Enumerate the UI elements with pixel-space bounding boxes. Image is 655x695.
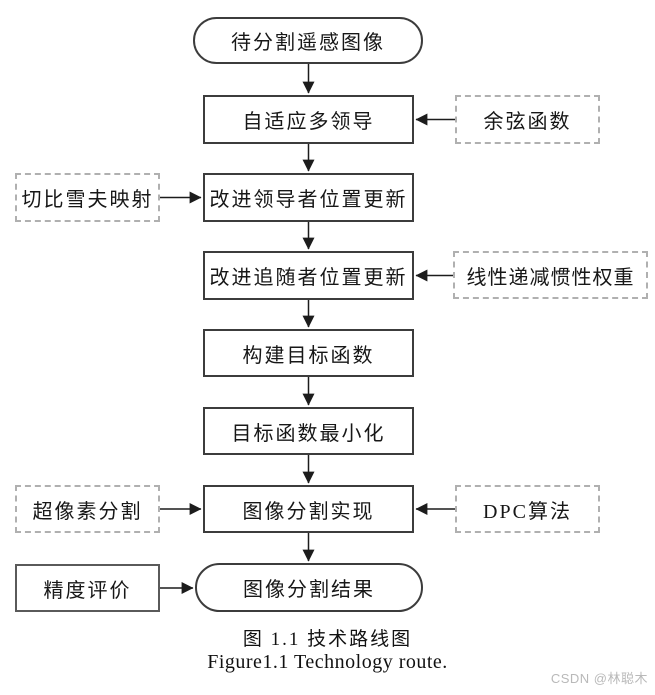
node-cosine-function: 余弦函数	[455, 95, 600, 144]
node-segmentation-implementation: 图像分割实现	[203, 485, 414, 533]
figure-caption-en: Figure1.1 Technology route.	[207, 651, 448, 673]
node-start: 待分割遥感图像	[193, 17, 423, 64]
node-superpixel-segmentation: 超像素分割	[15, 485, 160, 533]
node-follower-update: 改进追随者位置更新	[203, 251, 414, 300]
figure-caption-zh: 图 1.1 技术路线图	[242, 629, 413, 650]
node-inertia-weight: 线性递减惯性权重	[453, 251, 648, 299]
node-dpc-algorithm: DPC算法	[455, 485, 600, 533]
node-accuracy-evaluation: 精度评价	[15, 564, 160, 612]
node-objective-function: 构建目标函数	[203, 329, 414, 377]
node-minimize-objective: 目标函数最小化	[203, 407, 414, 455]
node-result: 图像分割结果	[195, 563, 423, 612]
node-adaptive-leader: 自适应多领导	[203, 95, 414, 144]
node-chebyshev-map: 切比雪夫映射	[15, 173, 160, 222]
node-leader-update: 改进领导者位置更新	[203, 173, 414, 222]
csdn-watermark: CSDN @林聪木	[550, 671, 648, 686]
